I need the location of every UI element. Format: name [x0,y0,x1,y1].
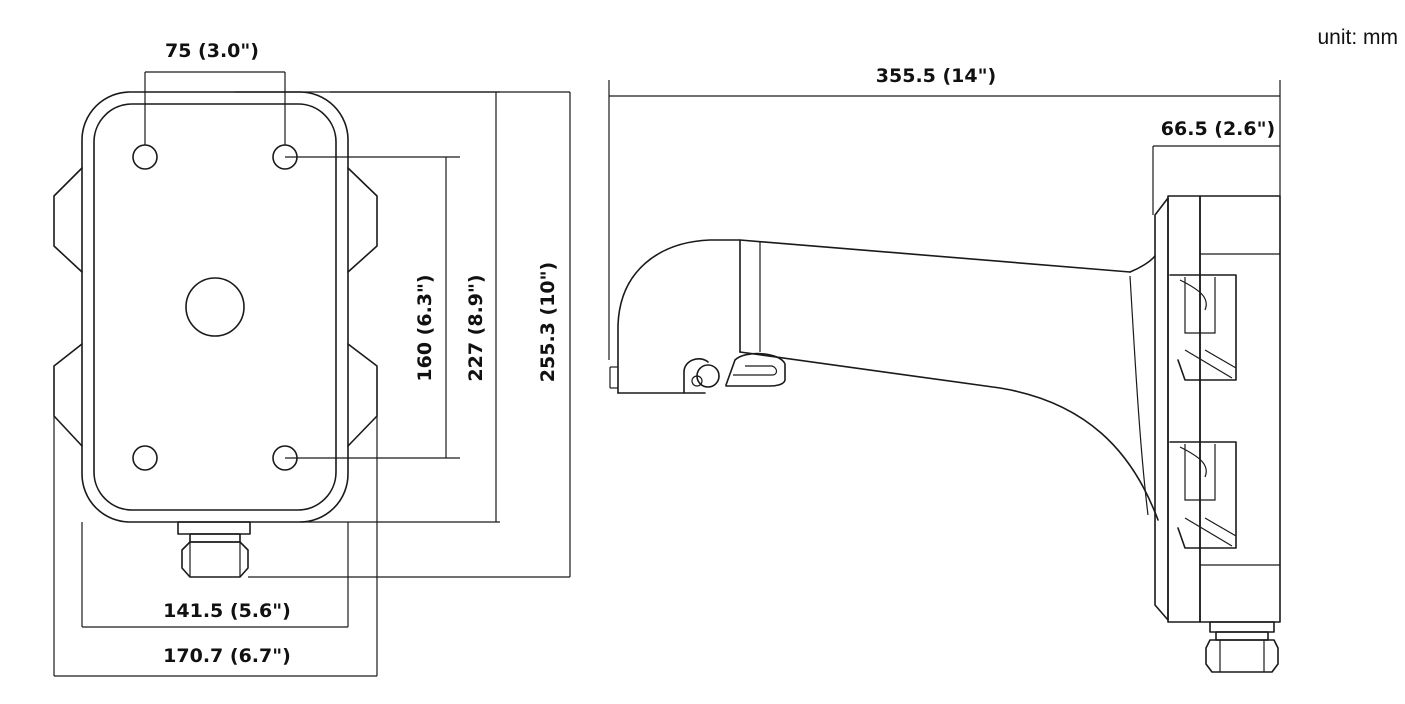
dim-hole-vertical: 160 (6.3") [285,156,460,459]
dim-hole-spacing-label: 75 (3.0") [165,40,259,62]
dim-total-width: 170.7 (6.7") [53,416,378,677]
wall-plate [1154,195,1281,623]
dim-plate-depth: 66.5 (2.6") [1152,118,1280,215]
dim-body-height-label: 227 (8.9") [465,274,487,381]
side-cable-gland [1205,621,1279,673]
dim-total-length: 355.5 (14") [608,65,1281,360]
bracket-arm [609,239,1159,521]
dim-body-width-label: 141.5 (5.6") [163,600,291,622]
dim-body-height: 227 (8.9") [235,91,500,523]
dim-plate-depth-label: 66.5 (2.6") [1161,118,1275,140]
dim-total-height-label: 255.3 (10") [537,262,559,382]
dim-total-length-label: 355.5 (14") [876,65,996,87]
front-view: 75 (3.0") 160 (6.3") 227 (8.9") 255.3 (1… [53,40,571,677]
mount-hole-bottom-left [132,445,158,471]
side-view: 355.5 (14") 66.5 (2.6") [608,65,1281,673]
dim-total-height: 255.3 (10") [248,91,571,578]
cable-hole [185,277,245,337]
upper-clamp [1169,274,1237,381]
mount-plate-inner [93,103,337,511]
side-wings [53,167,378,447]
unit-label: unit: mm [1317,26,1398,49]
dim-body-width: 141.5 (5.6") [81,522,349,628]
dim-total-width-label: 170.7 (6.7") [163,645,291,667]
dim-hole-spacing: 75 (3.0") [144,40,286,145]
cable-gland [177,521,251,578]
lower-clamp [1169,441,1237,549]
mount-hole-top-left [132,144,158,170]
dim-hole-vertical-label: 160 (6.3") [414,274,436,381]
